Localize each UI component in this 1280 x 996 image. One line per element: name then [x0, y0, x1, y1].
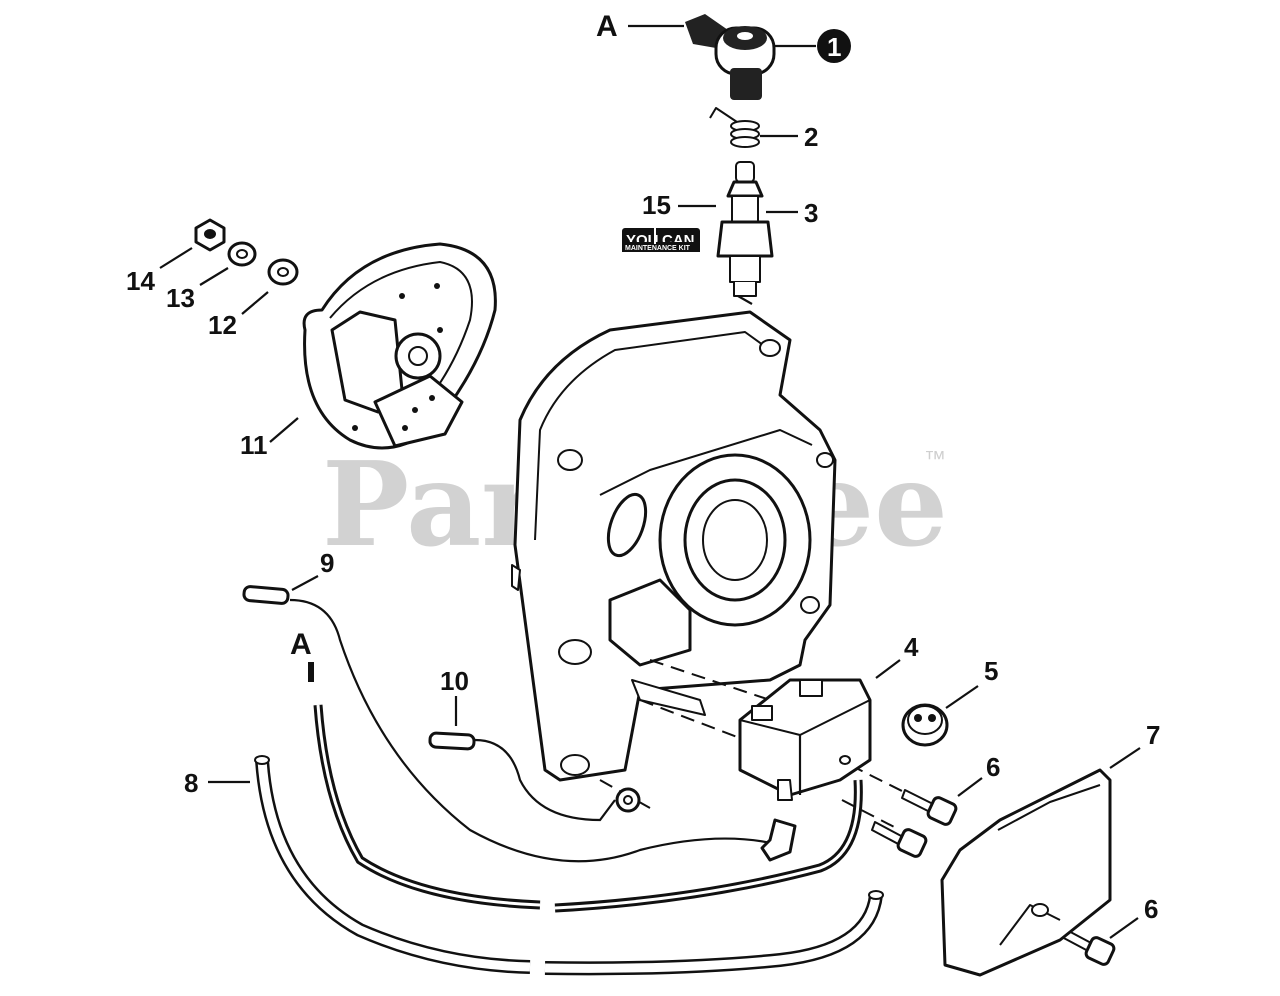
callout-6-upper: 6 — [986, 752, 1000, 782]
screw-part[interactable] — [901, 789, 958, 826]
callout-11: 11 — [240, 430, 268, 460]
assembly-guide-line — [639, 699, 746, 741]
callout-3: 3 — [804, 198, 818, 228]
callout-14: 14 — [126, 266, 155, 296]
assembly-guide-line — [841, 799, 901, 831]
leader-line — [945, 685, 979, 709]
callout-A-wire: A — [290, 628, 312, 661]
callout-1: 1 — [827, 32, 841, 62]
leader-line — [957, 777, 983, 797]
lock-washer-part[interactable] — [227, 241, 257, 267]
leader-line — [1109, 917, 1139, 939]
cover-part[interactable] — [940, 768, 1112, 977]
callout-7: 7 — [1146, 720, 1160, 750]
spark-plug-part[interactable] — [716, 161, 774, 305]
callout-8: 8 — [184, 768, 198, 798]
leader-line — [199, 267, 229, 286]
leader-line — [1109, 747, 1141, 769]
leader-line — [875, 659, 901, 679]
callout-2: 2 — [804, 122, 818, 152]
leader-line — [269, 417, 299, 443]
flat-washer-part[interactable] — [267, 258, 299, 286]
leader-line — [291, 575, 319, 591]
leader-line — [159, 247, 193, 269]
flywheel-part[interactable] — [302, 242, 497, 450]
leader-line — [241, 291, 269, 315]
callout-12: 12 — [208, 310, 237, 340]
high-tension-wire-part[interactable] — [308, 662, 863, 913]
fuel-line-part[interactable] — [254, 755, 884, 976]
callout-1-badge — [817, 29, 851, 63]
callout-13: 13 — [166, 283, 195, 313]
callout-A-top: A — [596, 10, 618, 43]
callout-10: 10 — [440, 666, 469, 696]
assembly-guide-line — [849, 764, 921, 801]
engine-housing-part[interactable] — [511, 310, 837, 782]
badge-kit-text: MAINTENANCE KIT — [625, 245, 691, 252]
callout-15: 15 — [642, 190, 671, 220]
spark-plug-boot-part[interactable] — [685, 14, 776, 100]
spring-part[interactable] — [709, 107, 760, 148]
callout-6-lower: 6 — [1144, 894, 1158, 924]
callout-4: 4 — [904, 632, 919, 662]
ground-wire-part[interactable] — [242, 585, 797, 863]
callout-5: 5 — [984, 656, 998, 686]
nut-part[interactable] — [194, 218, 226, 252]
terminal-wire-part[interactable] — [428, 731, 641, 822]
maintenance-kit-badge: YOU CAN MAINTENANCE KIT — [622, 228, 700, 252]
watermark-trademark: ™ — [924, 446, 946, 471]
screw-part[interactable] — [871, 821, 928, 858]
grommet-part[interactable] — [901, 703, 949, 747]
callout-9: 9 — [320, 548, 334, 578]
ignition-coil-part[interactable] — [738, 678, 872, 801]
